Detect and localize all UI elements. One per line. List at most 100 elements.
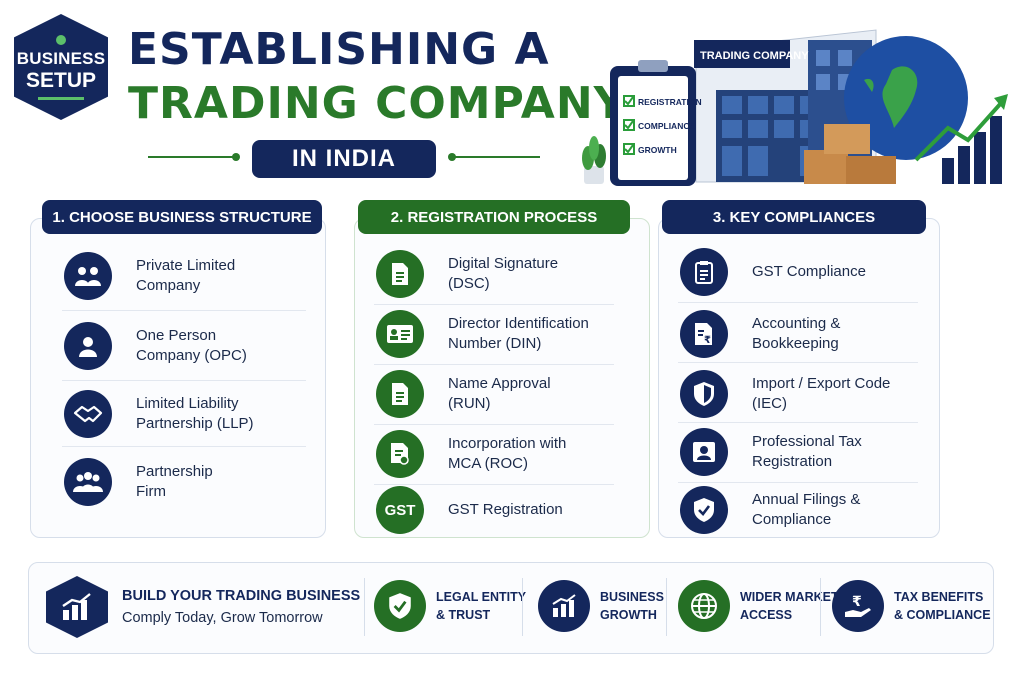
- divider: [678, 482, 918, 483]
- compliance-item-iec: Import / Export Code (IEC): [680, 370, 890, 418]
- footer-item-line1: TAX BENEFITS: [894, 590, 984, 604]
- subtitle-pill: IN INDIA: [252, 140, 436, 178]
- cargo-boxes-icon: [804, 124, 896, 184]
- structure-item-line1: Private Limited: [136, 257, 236, 274]
- rupee-hand-icon: ₹: [832, 580, 884, 632]
- badge-line1: BUSINESS: [16, 48, 106, 68]
- id-badge-icon: [680, 428, 728, 476]
- checklist-item-registration: REGISTRATION: [638, 97, 702, 107]
- divider: [62, 380, 306, 381]
- business-setup-badge: BUSINESS SETUP: [14, 14, 108, 120]
- id-card-icon: [376, 310, 424, 358]
- gst-icon: GST: [376, 486, 424, 534]
- title-line2: TRADING COMPANY: [128, 78, 627, 129]
- footer-main-title: BUILD YOUR TRADING BUSINESS: [122, 588, 361, 604]
- shield-check-icon: [680, 486, 728, 534]
- checklist-item-growth: GROWTH: [638, 145, 677, 155]
- compliance-item-annual-filings: Annual Filings &Compliance: [680, 486, 860, 534]
- subtitle-dot-left: [232, 153, 240, 161]
- plant-icon: [582, 136, 606, 184]
- footer-item-line2: & COMPLIANCE: [894, 608, 991, 622]
- footer-item-legal: LEGAL ENTITY & TRUST: [374, 580, 526, 632]
- compliance-item-line1: Import / Export Code: [752, 375, 891, 392]
- registration-item-run: Name Approval (RUN): [376, 370, 551, 418]
- registration-heading: 2. REGISTRATION PROCESS: [358, 200, 630, 234]
- compliance-item-line1: Accounting &: [752, 315, 841, 332]
- footer-item-line2: GROWTH: [600, 608, 657, 622]
- divider: [374, 424, 614, 425]
- compliance-item-line2: Bookkeeping: [752, 335, 839, 352]
- bar-chart-icon: [538, 580, 590, 632]
- compliance-item-line1: GST Compliance: [752, 263, 866, 280]
- compliance-item-line2: Registration: [752, 453, 833, 470]
- bar-chart-icon: [46, 576, 108, 638]
- badge-line2: SETUP: [25, 68, 96, 92]
- shield-check-icon: [374, 580, 426, 632]
- footer-item-growth: BUSINESS GROWTH: [538, 580, 664, 632]
- structure-heading: 1. CHOOSE BUSINESS STRUCTURE: [42, 200, 322, 234]
- footer-item-line1: LEGAL ENTITY: [436, 590, 527, 604]
- divider: [62, 446, 306, 447]
- badge-dot-icon: [56, 34, 66, 45]
- document-icon: [376, 250, 424, 298]
- footer-item-line2: & TRUST: [436, 608, 491, 622]
- gst-icon-text: GST: [384, 501, 416, 519]
- footer-item-line2: ACCESS: [740, 608, 793, 622]
- registration-item-line2: MCA (ROC): [448, 455, 528, 472]
- checklist-clipboard-icon: [610, 60, 696, 186]
- structure-item-line2: Company (OPC): [136, 347, 247, 364]
- globe-icon: [844, 36, 968, 160]
- handshake-icon: [64, 390, 112, 438]
- divider: [678, 422, 918, 423]
- registration-item-line1: Incorporation with: [448, 435, 567, 452]
- structure-item-line1: One Person: [136, 327, 217, 344]
- compliance-heading: 3. KEY COMPLIANCES: [662, 200, 926, 234]
- divider: [374, 304, 614, 305]
- footer-main-subtitle: Comply Today, Grow Tomorrow: [122, 610, 323, 626]
- registration-item-dsc: Digital Signature (DSC): [376, 250, 558, 298]
- person-icon: [64, 322, 112, 370]
- subtitle-line-right: [452, 156, 540, 158]
- clipboard-icon: [680, 248, 728, 296]
- registration-item-gst: GST GST Registration: [376, 486, 563, 534]
- building-sign: TRADING COMPANY: [700, 50, 809, 62]
- compliance-item-accounting: ₹ Accounting & Bookkeeping: [680, 310, 840, 358]
- footer-divider: [666, 578, 667, 636]
- registration-item-line1: GST Registration: [448, 501, 563, 518]
- footer-divider: [820, 578, 821, 636]
- footer-item-tax: ₹ TAX BENEFITS & COMPLIANCE: [832, 580, 991, 632]
- svg-text:₹: ₹: [852, 594, 862, 610]
- registration-item-line2: (RUN): [448, 395, 491, 412]
- structure-item-line1: Partnership: [136, 463, 213, 480]
- document-icon: [376, 370, 424, 418]
- registration-item-line1: Digital Signature: [448, 255, 559, 272]
- svg-text:₹: ₹: [704, 335, 711, 346]
- divider: [374, 364, 614, 365]
- footer-item-line1: BUSINESS: [600, 590, 664, 604]
- divider: [62, 310, 306, 311]
- registration-item-line1: Name Approval: [448, 375, 551, 392]
- globe-icon: [678, 580, 730, 632]
- registration-item-line2: (DSC): [448, 275, 490, 292]
- registration-item-line2: Number (DIN): [448, 335, 542, 352]
- checklist-item-compliance: COMPLIANCE: [638, 121, 695, 131]
- growth-chart-icon: [914, 94, 1008, 184]
- shield-icon: [680, 370, 728, 418]
- compliance-item-line2: (IEC): [752, 395, 787, 412]
- divider: [374, 484, 614, 485]
- compliance-item-line2: Compliance: [752, 511, 832, 528]
- rupee-document-icon: ₹: [680, 310, 728, 358]
- title-line1: ESTABLISHING A: [128, 24, 550, 75]
- footer-divider: [364, 578, 365, 636]
- subtitle-line-left: [148, 156, 236, 158]
- footer-main: BUILD YOUR TRADING BUSINESS Comply Today…: [46, 576, 360, 638]
- group-icon: [64, 252, 112, 300]
- compliance-item-line1: Professional Tax: [752, 433, 862, 450]
